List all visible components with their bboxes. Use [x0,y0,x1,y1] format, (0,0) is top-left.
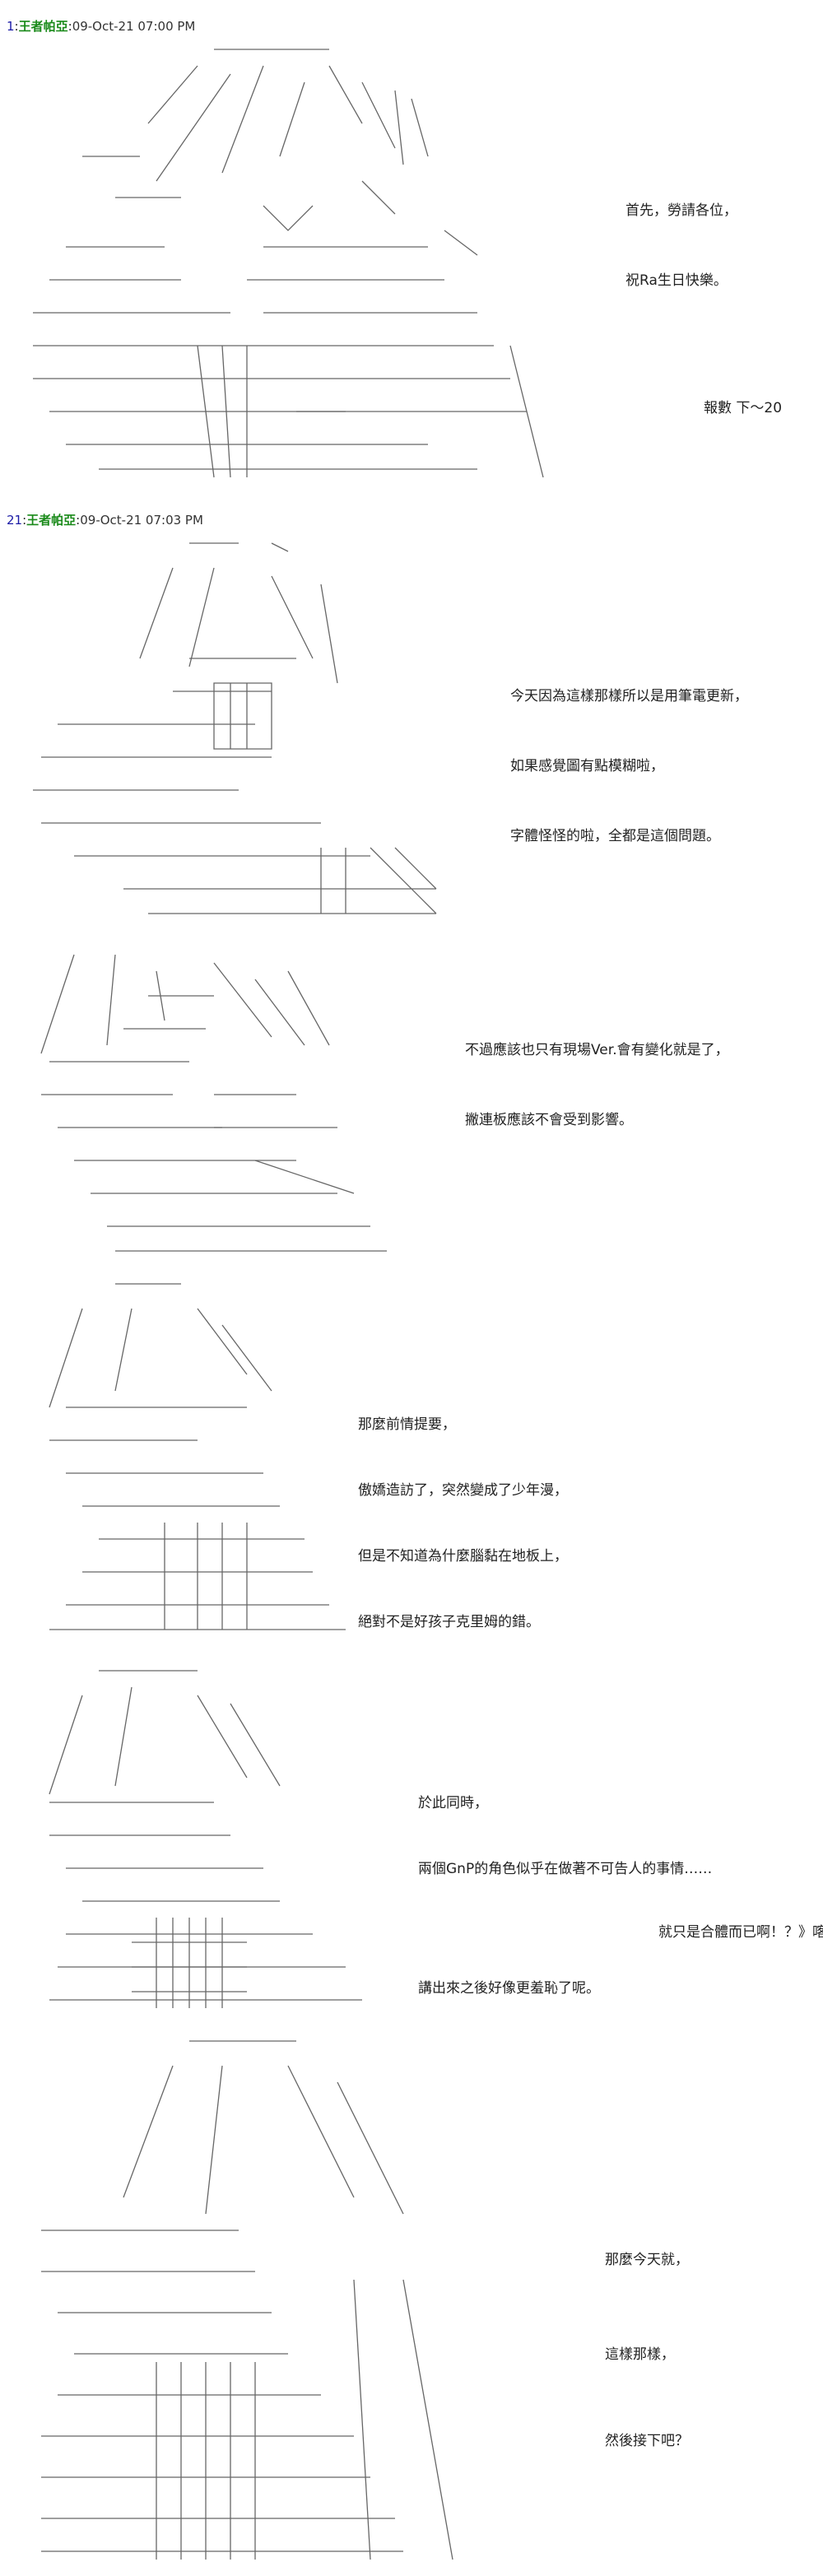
text-line: 首先，勞請各位， [625,202,737,219]
text-line: 祝Ra生日快樂。 [625,272,728,289]
post-number[interactable]: 1 [7,19,15,34]
text-line: 但是不知道為什麼腦黏在地板上， [358,1548,568,1565]
ascii-art-4 [33,1276,362,1638]
text-line: 講出來之後好像更羞恥了呢。 [418,1980,600,1997]
ascii-art-2 [25,535,453,930]
ascii-art-1 [16,33,551,494]
text-line: 然後接下吧？ [605,2433,689,2449]
post-number[interactable]: 21 [7,513,23,528]
post-header-21: 21:王者帕亞:09-Oct-21 07:03 PM [7,513,203,528]
text-line: 於此同時， [418,1795,488,1811]
text-line: 撇連板應該不會受到影響。 [465,1112,633,1128]
text-line: 那麼今天就， [605,2252,689,2268]
post-date: 09-Oct-21 07:00 PM [72,19,196,34]
ascii-art-3 [25,946,412,1267]
text-line: 那麼前情提要， [358,1416,456,1433]
post-header-1: 1:王者帕亞:09-Oct-21 07:00 PM [7,19,196,34]
ascii-art-5 [33,1662,379,2025]
poster-name[interactable]: 王者帕亞 [26,513,77,528]
poster-name[interactable]: 王者帕亞 [18,19,68,34]
text-line: 兩個GnP的角色似乎在做著不可告人的事情…… [418,1861,713,1877]
text-line: 字體怪怪的啦，全都是這個問題。 [510,828,720,844]
text-line: 這樣那樣， [605,2346,675,2363]
text-line: 就只是合體而已啊！？》喀秋沙 [658,1924,823,1941]
text-line: 今天因為這樣那樣所以是用筆電更新， [510,688,748,704]
post-date: 09-Oct-21 07:03 PM [80,513,203,528]
text-line: 不過應該也只有現場Ver.會有變化就是了， [465,1042,729,1058]
text-line: 絕對不是好孩子克里姆的錯。 [358,1614,540,1630]
text-line: 報數 下～20 [704,400,783,416]
ascii-art-6 [25,2033,502,2568]
text-line: 傲嬌造訪了，突然變成了少年漫， [358,1482,568,1499]
text-line: 如果感覺圖有點模糊啦， [510,758,664,774]
